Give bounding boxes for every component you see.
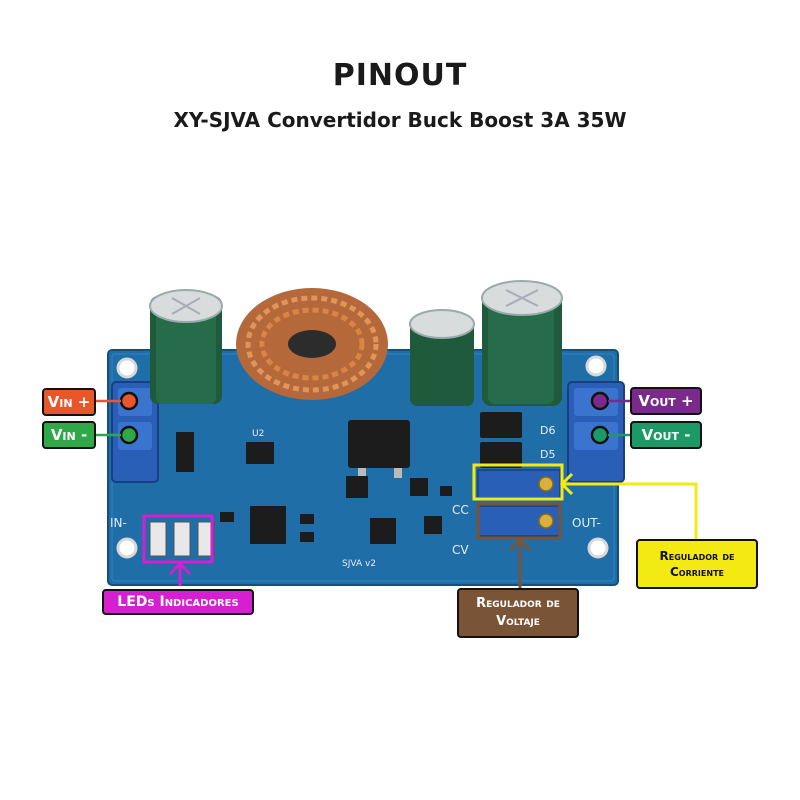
label-regulador-corriente: Regulador de Corriente (636, 539, 758, 589)
board-text-cv: CV (452, 543, 469, 557)
board-text-d6: D6 (540, 424, 555, 437)
board-text-in: IN- (110, 516, 127, 530)
capacitor-middle (409, 309, 475, 406)
label-vout-plus: Vout + (630, 387, 702, 415)
board-text-cc: CC (452, 503, 469, 517)
voltage-reg-highlight (476, 502, 562, 540)
chip-8pin (250, 506, 286, 544)
toroid-inductor (236, 288, 388, 400)
vout-plus-pin (590, 391, 610, 411)
capacitor-right (481, 280, 563, 406)
chip-u2 (246, 442, 274, 464)
chip-small (440, 486, 452, 496)
voltage-potentiometer (477, 505, 561, 537)
chip-small (300, 532, 314, 542)
mount-hole (585, 355, 607, 377)
label-leds-indicadores: LEDs Indicadores (102, 589, 254, 615)
chip-small (220, 512, 234, 522)
vin-minus-pin (119, 425, 139, 445)
chip-small (424, 516, 442, 534)
leds-highlight (142, 514, 214, 564)
board-text-model: SJVA v2 (342, 559, 376, 569)
indicator-leds (149, 521, 215, 557)
mount-hole (587, 537, 609, 559)
label-vin-plus: Vin + (42, 388, 96, 416)
label-vin-minus: Vin - (42, 421, 96, 449)
board-text-u2: U2 (252, 429, 264, 439)
mount-hole (116, 537, 138, 559)
label-regulador-voltaje: Regulador de Voltaje (457, 588, 579, 638)
diode-d5 (480, 442, 522, 468)
chip-small (346, 476, 368, 498)
vout-minus-pin (590, 425, 610, 445)
label-vout-minus: Vout - (630, 421, 702, 449)
board-text-d5: D5 (540, 448, 555, 461)
current-potentiometer (477, 469, 561, 499)
mount-hole (116, 357, 138, 379)
chip-small (300, 514, 314, 524)
capacitor-left (149, 289, 223, 404)
page-subtitle: XY-SJVA Convertidor Buck Boost 3A 35W (173, 108, 627, 132)
chip-left (176, 432, 194, 472)
chip-small (370, 518, 396, 544)
chip-small (410, 478, 428, 496)
diode-d6 (480, 412, 522, 438)
page-title: PINOUT (332, 58, 468, 93)
vin-plus-pin (119, 391, 139, 411)
board-text-out: OUT- (572, 516, 601, 530)
regulator-ic (348, 420, 410, 468)
